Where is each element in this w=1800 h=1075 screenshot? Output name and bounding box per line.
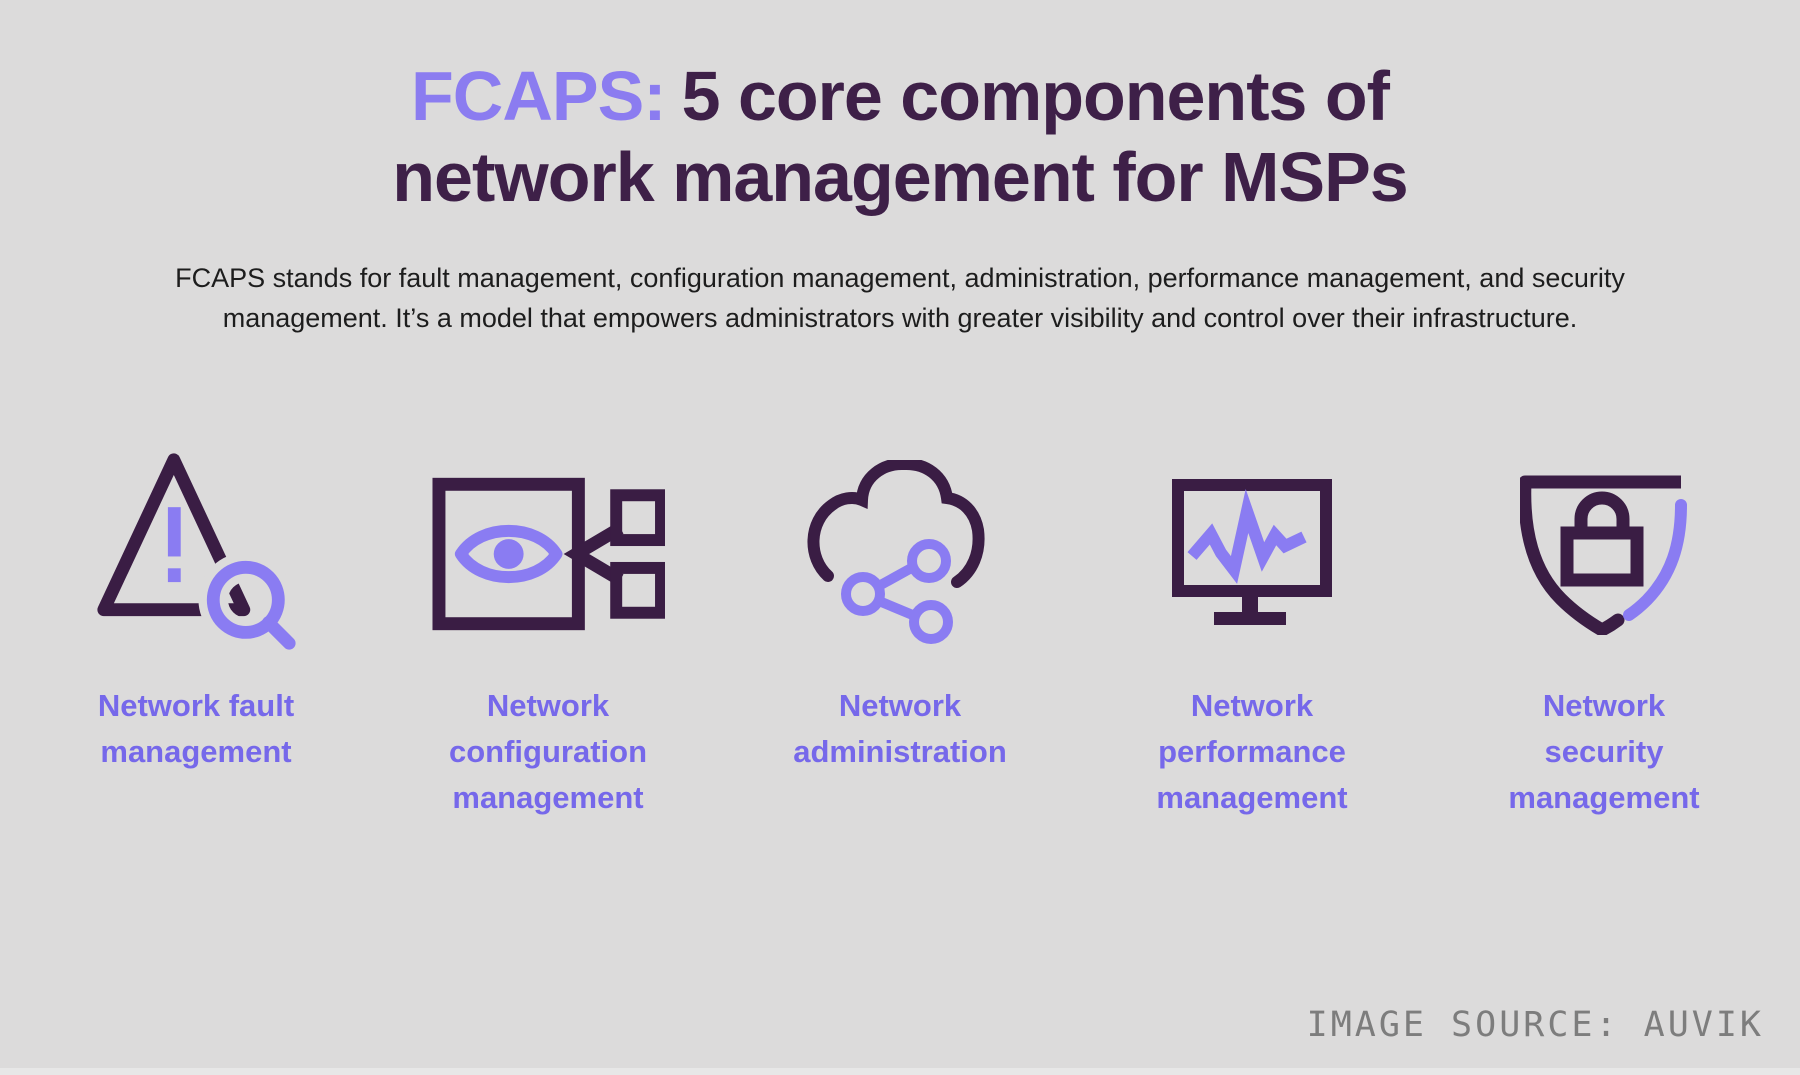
title-line1-rest: 5 core components of — [681, 57, 1390, 135]
card-label-performance: Network performance management — [1156, 688, 1348, 816]
fcaps-infographic: FCAPS:5 core components of network manag… — [0, 56, 1800, 1075]
exclamation-mark — [167, 507, 181, 582]
page-title: FCAPS:5 core components of network manag… — [0, 56, 1800, 218]
monitor-graph-icon — [1172, 478, 1332, 625]
component-cards-row: Network fault management Network configu… — [0, 446, 1800, 821]
title-line2: network management for MSPs — [392, 138, 1408, 217]
line-graph — [1187, 488, 1307, 584]
configuration-icon-wrap — [372, 446, 724, 661]
shield-lock-icon — [1520, 475, 1687, 635]
security-icon-wrap — [1428, 446, 1780, 661]
share-nodes-icon — [841, 538, 953, 644]
cloud-share-icon — [807, 459, 985, 644]
card-performance-management: Network performance management — [1076, 446, 1428, 821]
image-source-credit: IMAGE SOURCE: AUVIK — [1306, 1005, 1764, 1045]
card-administration: Network administration — [724, 446, 1076, 821]
card-label-fault: Network fault management — [97, 688, 295, 770]
card-fault-management: Network fault management — [20, 446, 372, 821]
card-configuration-management: Network configuration management — [372, 446, 724, 821]
subtitle-line2: management. It’s a model that empowers a… — [222, 303, 1578, 334]
card-security-management: Network security management — [1428, 446, 1780, 821]
warning-triangle-search-icon — [97, 453, 302, 658]
card-label-administration: Network administration — [793, 688, 1007, 770]
subtitle-line1: FCAPS stands for fault management, confi… — [175, 263, 1625, 294]
subtitle: FCAPS stands for fault management, confi… — [0, 258, 1800, 338]
card-label-security: Network security management — [1508, 688, 1700, 816]
cloud-outline — [807, 459, 985, 588]
shield-accent-side — [1623, 498, 1687, 621]
search-icon — [206, 560, 296, 650]
performance-icon-wrap — [1076, 446, 1428, 661]
administration-icon-wrap — [724, 446, 1076, 661]
card-label-configuration: Network configuration management — [448, 688, 648, 816]
bottom-strip — [0, 1068, 1800, 1075]
lock-icon — [1560, 491, 1644, 587]
fault-icon-wrap — [20, 446, 372, 661]
eye-config-nodes-icon — [432, 477, 665, 631]
eye-icon — [454, 524, 563, 583]
shield-dark-side — [1520, 475, 1625, 635]
title-highlight: FCAPS: — [411, 57, 667, 135]
